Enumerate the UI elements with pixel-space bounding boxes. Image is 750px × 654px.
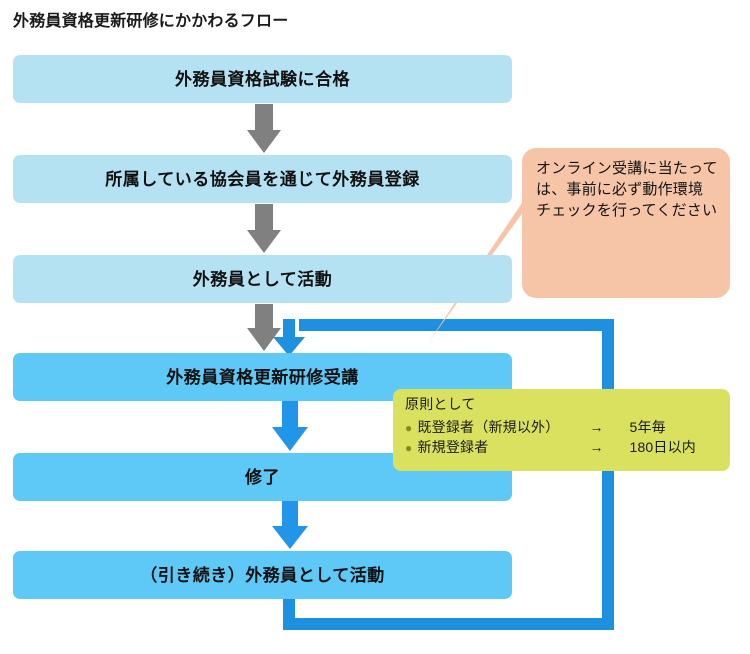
flow-step-active-as-sales-rep[interactable]: 外務員として活動 (13, 255, 512, 303)
note-row-term: 既登録者（新規以外） (417, 418, 560, 435)
flow-step-label: （引き続き）外務員として活動 (140, 565, 385, 585)
connector-box2-box3 (247, 204, 281, 253)
flow-step-exam-pass[interactable]: 外務員資格試験に合格 (13, 55, 512, 103)
arrow-right-icon: → (589, 418, 604, 435)
note-row-value: 5年毎 (629, 418, 666, 435)
callout-text: オンライン受講に当たっては、事前に必ず動作環境チェックを行ってください (536, 160, 718, 219)
flow-step-label: 所属している協会員を通じて外務員登録 (105, 169, 420, 189)
flow-step-registration[interactable]: 所属している協会員を通じて外務員登録 (13, 155, 512, 203)
note-box-renewal-frequency: 原則として ● 既登録者（新規以外） → 5年毎 ● 新規登録者 → 180日以… (393, 389, 730, 471)
arrow-right-icon: → (589, 438, 604, 455)
connector-box1-box2 (247, 104, 281, 153)
flow-step-label: 修了 (245, 467, 280, 487)
note-row-value: 180日以内 (629, 438, 697, 455)
flow-step-label: 外務員資格更新研修受講 (166, 367, 359, 387)
flow-step-continue-active[interactable]: （引き続き）外務員として活動 (13, 551, 512, 599)
note-row-term: 新規登録者 (417, 438, 489, 455)
connector-box3-box4 (247, 304, 281, 351)
connector-box5-box6 (272, 501, 308, 549)
bullet-icon: ● (405, 440, 413, 455)
note-row: ● 新規登録者 → 180日以内 (405, 437, 720, 457)
connector-box4-box5 (272, 401, 308, 451)
note-row: ● 既登録者（新規以外） → 5年毎 (405, 417, 720, 437)
page-title: 外務員資格更新研修にかかわるフロー (13, 13, 289, 30)
note-heading: 原則として (405, 396, 476, 412)
callout-bubble-online-check: オンライン受講に当たっては、事前に必ず動作環境チェックを行ってください (522, 148, 730, 298)
flow-step-label: 外務員資格試験に合格 (175, 69, 350, 89)
flow-step-label: 外務員として活動 (192, 269, 333, 289)
bullet-icon: ● (405, 420, 413, 435)
